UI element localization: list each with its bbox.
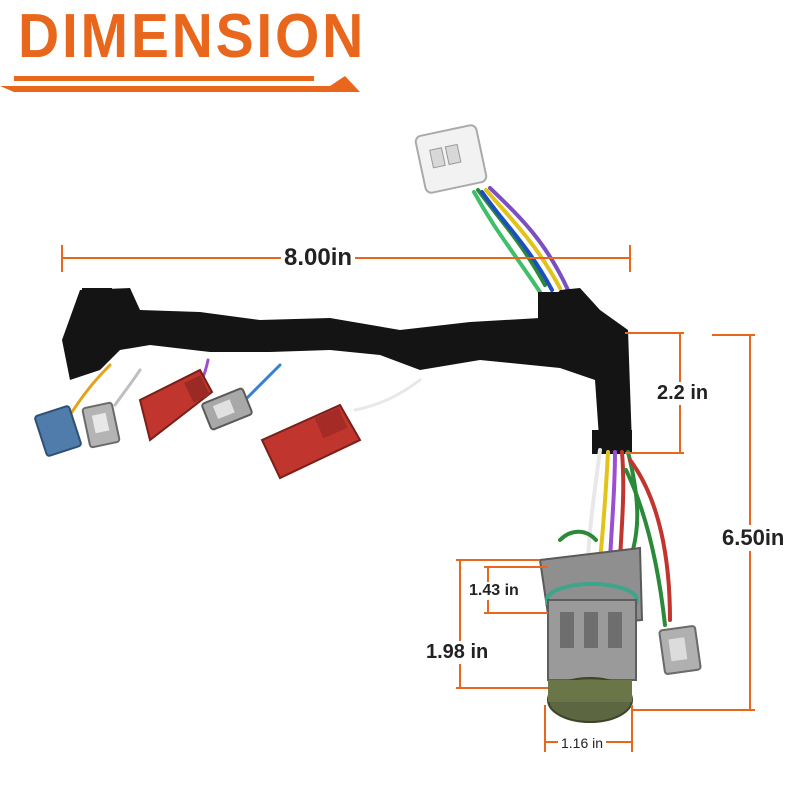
gray-connector-3 bbox=[658, 625, 702, 675]
dimension-label-connector-inner: 1.43 in bbox=[466, 582, 522, 600]
dimension-label-height: 6.50in bbox=[719, 525, 788, 551]
dimension-label-connector-outer: 1.98 in bbox=[423, 641, 492, 664]
gray-connector-2 bbox=[201, 387, 253, 431]
title-underline bbox=[0, 76, 360, 92]
top-white-connector bbox=[414, 124, 488, 194]
top-wire-bundle bbox=[472, 186, 570, 294]
red-connector-2 bbox=[260, 403, 362, 480]
round-connector bbox=[538, 546, 644, 723]
dimension-label-bracket-height: 2.2 in bbox=[654, 382, 712, 405]
dimension-label-width: 8.00in bbox=[281, 244, 356, 272]
dimension-label-connector-body: 1.16 in bbox=[558, 735, 607, 751]
page-title: DIMENSION bbox=[18, 2, 367, 71]
red-connector-1 bbox=[138, 368, 214, 442]
harness-frame bbox=[62, 288, 632, 454]
gray-connector-1 bbox=[81, 401, 121, 449]
blue-connector bbox=[34, 405, 82, 457]
